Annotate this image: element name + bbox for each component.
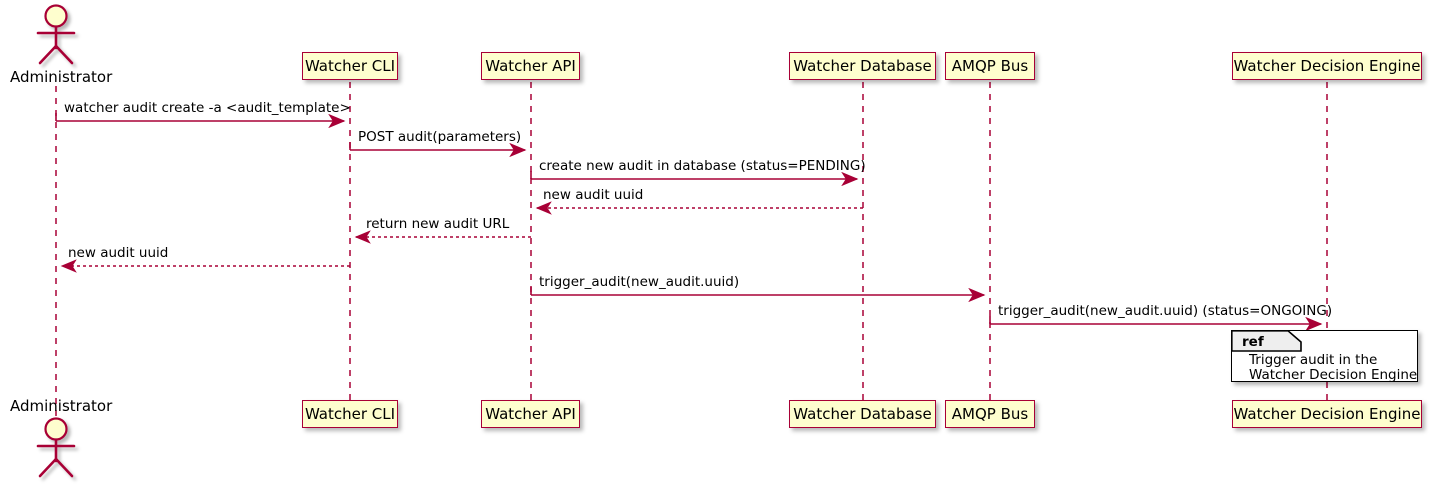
participant-box-watcher-decision-engine-bottom[interactable]: Watcher Decision Engine [1232, 400, 1422, 428]
message-label-5: return new audit URL [366, 216, 510, 232]
message-label-3: create new audit in database (status=PEN… [539, 158, 866, 174]
message-label-1: watcher audit create -a <audit_template> [64, 100, 351, 116]
message-arrow-stubs [55, 113, 991, 324]
participant-box-watcher-api-top[interactable]: Watcher API [481, 52, 580, 80]
participant-box-amqp-bus-top[interactable]: AMQP Bus [945, 52, 1035, 80]
participant-box-watcher-cli-bottom[interactable]: Watcher CLI [302, 400, 398, 428]
message-arrows [56, 113, 1323, 332]
participant-box-watcher-cli-top[interactable]: Watcher CLI [302, 52, 398, 80]
lifelines [55, 82, 1328, 420]
actor-label-administrator-top: Administrator [10, 68, 113, 86]
message-label-4: new audit uuid [543, 187, 644, 203]
ref-tab-shape [1231, 330, 1302, 352]
participant-box-watcher-database-bottom[interactable]: Watcher Database [789, 400, 936, 428]
ref-tab-label: ref [1242, 334, 1264, 350]
message-label-7: trigger_audit(new_audit.uuid) [539, 274, 740, 290]
participant-box-watcher-database-top[interactable]: Watcher Database [789, 52, 936, 80]
ref-body-line-1: Trigger audit in the [1249, 352, 1378, 368]
participant-box-watcher-decision-engine-top[interactable]: Watcher Decision Engine [1232, 52, 1422, 80]
actor-glyph-bottom [36, 417, 76, 478]
participant-box-amqp-bus-bottom[interactable]: AMQP Bus [945, 400, 1035, 428]
participant-box-watcher-api-bottom[interactable]: Watcher API [481, 400, 580, 428]
actor-label-administrator-bottom: Administrator [10, 397, 113, 415]
ref-body-line-2: Watcher Decision Engine [1249, 367, 1418, 383]
message-label-2: POST audit(parameters) [358, 129, 522, 145]
actor-glyph-top [36, 4, 76, 65]
message-label-8: trigger_audit(new_audit.uuid) (status=ON… [998, 303, 1333, 319]
ref-fragment: ref Trigger audit in the Watcher Decisio… [1231, 330, 1418, 383]
message-label-6: new audit uuid [68, 245, 169, 261]
